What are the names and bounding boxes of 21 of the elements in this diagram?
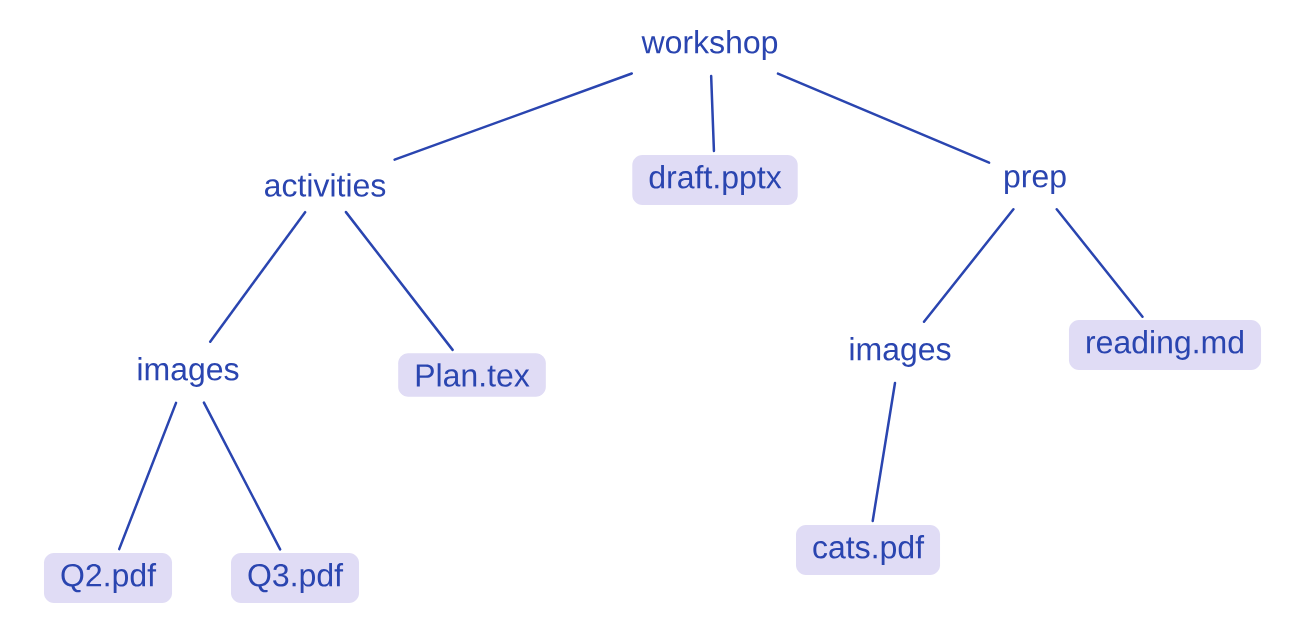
folder-label: prep xyxy=(1005,170,1066,194)
folder-label: activities xyxy=(265,173,386,197)
connector-line xyxy=(709,74,716,153)
connector-line xyxy=(208,210,307,343)
connector-line xyxy=(776,72,991,164)
file-label: draft.pptx xyxy=(632,155,798,205)
folder-label: images xyxy=(138,357,239,387)
connector-line xyxy=(202,401,282,551)
file-label: reading.md xyxy=(1068,320,1262,370)
file-label: cats.pdf xyxy=(796,525,941,575)
connector-line xyxy=(1055,208,1144,318)
folder-label: images xyxy=(850,337,951,367)
connector-line xyxy=(344,210,454,352)
connector-line xyxy=(871,381,897,523)
folder-label: workshop xyxy=(641,30,778,60)
file-label: Q3.pdf xyxy=(231,553,360,603)
connector-line xyxy=(922,208,1015,323)
file-label: Q2.pdf xyxy=(44,553,173,603)
connector-line xyxy=(393,72,634,161)
file-label: Plan.tex xyxy=(398,353,546,397)
connector-line xyxy=(117,401,178,551)
